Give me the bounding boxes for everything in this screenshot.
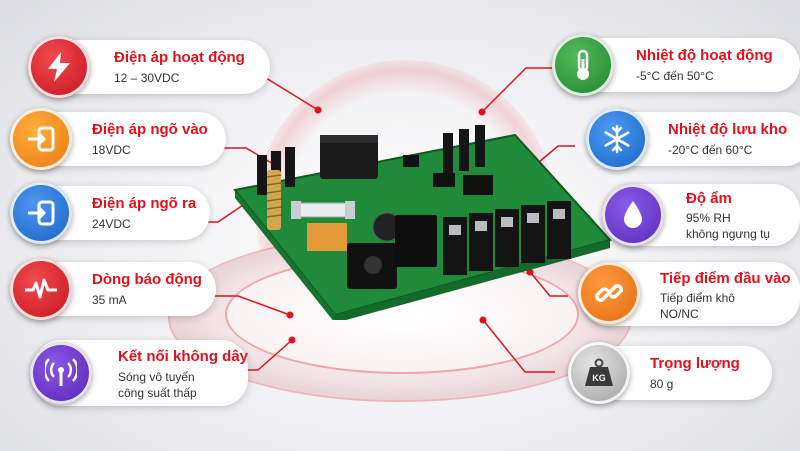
spec-title: Tiếp điểm đầu vào: [660, 270, 791, 287]
spec-title: Điện áp ngõ ra: [92, 195, 197, 212]
spec-value: công suất thấp: [118, 386, 197, 400]
spec-value: không ngưng tụ: [686, 227, 771, 241]
spec-value: -20°C đến 60°C: [668, 143, 753, 157]
spec-card-humidity: Độ ẩm 95% RH không ngưng tụ: [602, 184, 800, 246]
spec-title: Dòng báo động: [92, 271, 202, 288]
spec-value: Tiếp điểm khô: [660, 291, 735, 305]
spec-card-output-voltage: Điện áp ngõ ra 24VDC: [10, 182, 210, 244]
spec-value: 24VDC: [92, 217, 131, 231]
chain-link-icon: [578, 262, 640, 324]
spec-card-input-contact: Tiếp điểm đầu vào Tiếp điểm khô NO/NC: [578, 262, 800, 326]
weight-icon-label: KG: [592, 373, 606, 383]
spec-card-weight: KG Trọng lượng 80 g: [568, 342, 772, 404]
spec-title: Trọng lượng: [650, 355, 740, 372]
spec-card-alarm-current: Dòng báo động 35 mA: [10, 258, 216, 320]
spec-title: Độ ẩm: [686, 190, 732, 207]
spec-value: 95% RH: [686, 211, 731, 225]
spec-card-wireless: Kết nối không dây Sóng vô tuyến công suấ…: [30, 340, 249, 406]
spec-value: 80 g: [650, 377, 674, 391]
snowflake-icon: [586, 108, 648, 170]
spec-card-operating-voltage: Điện áp hoạt động 12 – 30VDC: [28, 36, 270, 98]
display-platform-inner: [225, 255, 579, 374]
spec-title: Kết nối không dây: [118, 348, 249, 365]
pcb-board-image: [233, 125, 612, 320]
spec-title: Điện áp hoạt động: [114, 49, 245, 66]
spec-title: Nhiệt độ hoạt động: [636, 47, 773, 64]
water-drop-icon: [602, 184, 664, 246]
lightning-icon: [28, 36, 90, 98]
weight-icon: KG: [568, 342, 630, 404]
spec-value: 12 – 30VDC: [114, 71, 180, 85]
spec-card-storage-temperature: Nhiệt độ lưu kho -20°C đến 60°C: [586, 108, 800, 170]
wireless-icon: [30, 342, 92, 404]
spec-value: -5°C đến 50°C: [636, 69, 714, 83]
thermometer-icon: [552, 34, 614, 96]
spec-value: NO/NC: [660, 307, 699, 321]
spec-value: 35 mA: [92, 293, 127, 307]
output-arrow-icon: [10, 182, 72, 244]
spec-value: 18VDC: [92, 143, 131, 157]
spec-card-input-voltage: Điện áp ngõ vào 18VDC: [10, 108, 226, 170]
spec-card-operating-temperature: Nhiệt độ hoạt động -5°C đến 50°C: [552, 34, 800, 96]
input-arrow-icon: [10, 108, 72, 170]
spec-value: Sóng vô tuyến: [118, 370, 195, 384]
spec-title: Nhiệt độ lưu kho: [668, 121, 788, 138]
pulse-icon: [10, 258, 72, 320]
spec-title: Điện áp ngõ vào: [92, 121, 208, 138]
